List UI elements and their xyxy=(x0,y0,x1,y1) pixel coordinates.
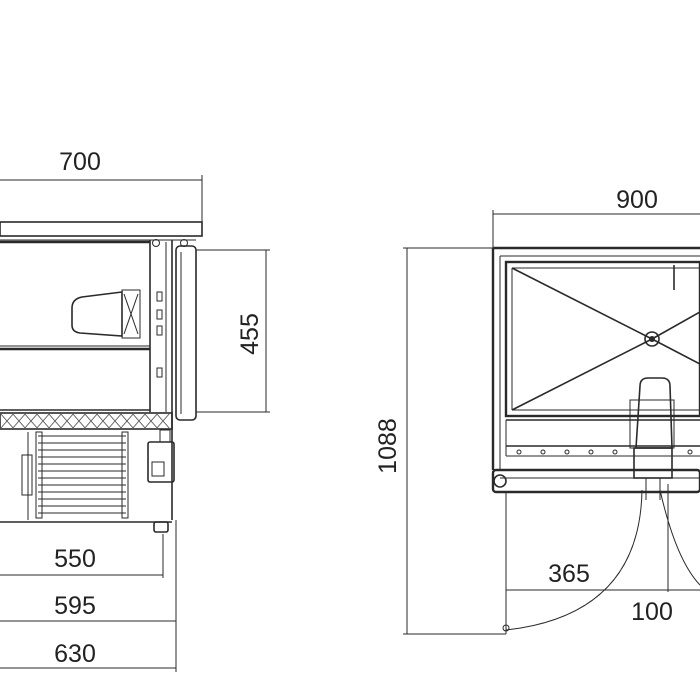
insulation-band xyxy=(0,412,173,430)
dim-depth-550: 550 xyxy=(54,545,96,573)
dim-depth-630: 630 xyxy=(54,640,96,668)
dim-front-width: 900 xyxy=(616,186,658,214)
dim-door-offset: 100 xyxy=(631,598,673,626)
side-dimensions xyxy=(0,175,270,672)
drawer-handle xyxy=(71,289,141,339)
tray xyxy=(504,260,700,418)
front-handle xyxy=(629,377,675,500)
dim-total-height: 1088 xyxy=(374,418,402,474)
dim-side-width: 700 xyxy=(59,148,101,176)
worktop xyxy=(0,221,203,237)
door-swing xyxy=(502,484,700,634)
dim-door-radius: 365 xyxy=(548,560,590,588)
dim-depth-595: 595 xyxy=(54,592,96,620)
cabinet-body xyxy=(0,239,197,520)
dim-drawer-height: 455 xyxy=(236,313,264,355)
side-view: 700 455 550 595 630 xyxy=(0,148,270,672)
front-view: 900 1088 365 100 xyxy=(374,186,700,635)
front-dimensions xyxy=(403,210,700,635)
condenser-unit xyxy=(0,429,175,533)
